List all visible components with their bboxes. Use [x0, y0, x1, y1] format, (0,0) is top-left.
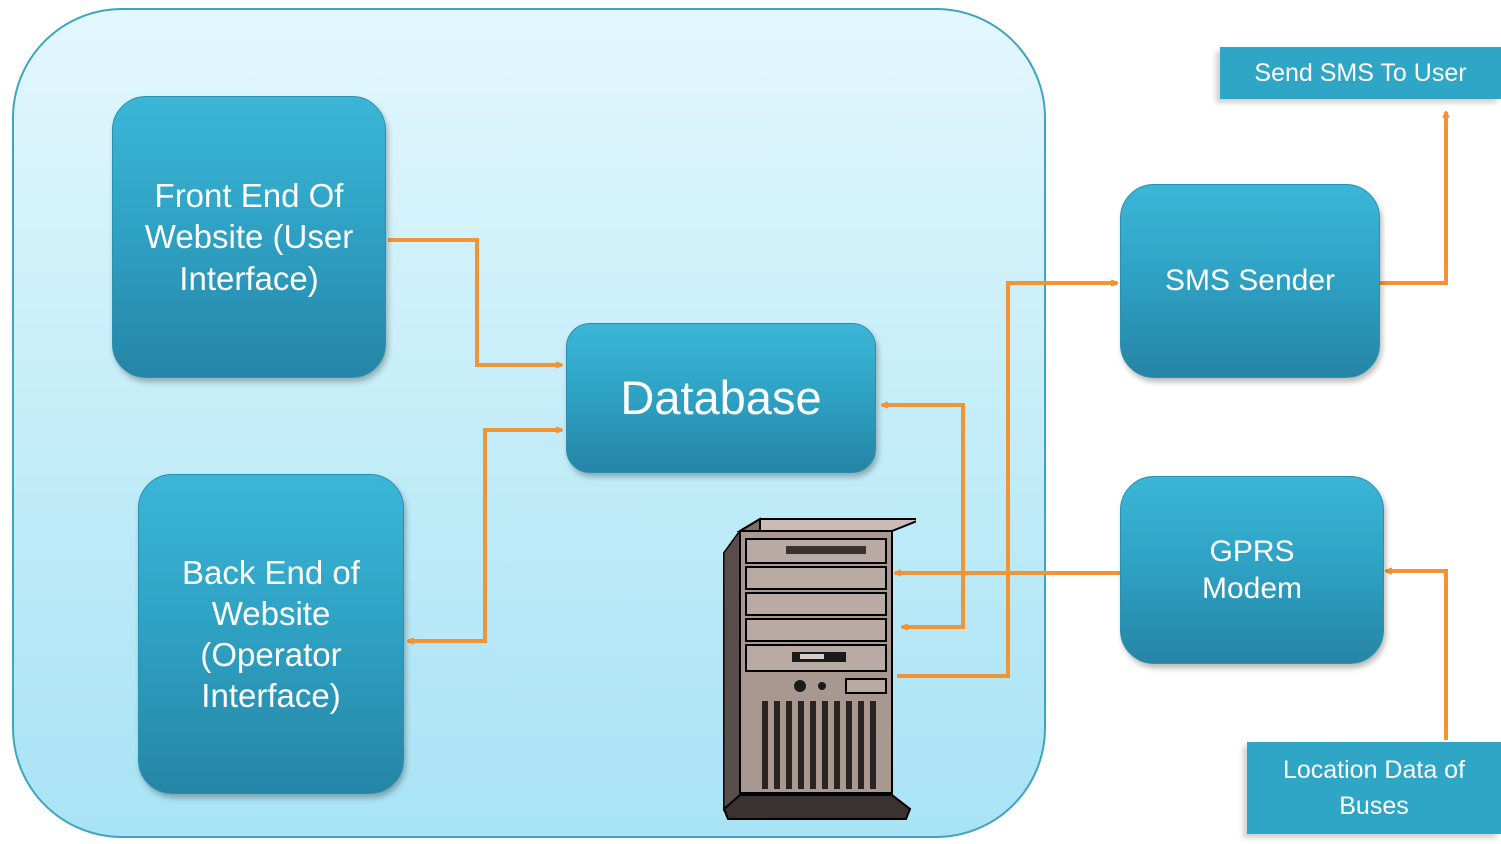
connector-location-to-gprs [1386, 571, 1448, 740]
connector-frontend-to-database [388, 238, 562, 365]
location-data-label: Location Data of Buses [1282, 755, 1466, 820]
front-end-node: Front End Of Website (User Interface) [112, 96, 386, 378]
server-tower-icon [722, 517, 916, 820]
connector-server-to-sms-sender [897, 283, 1117, 678]
gprs-modem-node: GPRS Modem [1120, 476, 1384, 664]
location-data-box: Location Data of Buses [1247, 742, 1501, 834]
connector-server-database [882, 405, 965, 627]
send-sms-label: Send SMS To User [1254, 58, 1467, 87]
database-label: Database [620, 370, 822, 424]
back-end-node: Back End of Website (Operator Interface) [138, 474, 404, 794]
back-end-label: Back End of Website (Operator Interface) [182, 553, 360, 715]
database-node: Database [566, 323, 876, 473]
front-end-label: Front End Of Website (User Interface) [144, 177, 354, 297]
gprs-modem-label: GPRS Modem [1201, 534, 1303, 606]
connector-sms-sender-to-user [1380, 112, 1446, 285]
sms-sender-node: SMS Sender [1120, 184, 1380, 378]
sms-sender-label: SMS Sender [1164, 264, 1336, 298]
connector-database-backend [408, 430, 562, 641]
send-sms-box: Send SMS To User [1220, 47, 1501, 99]
